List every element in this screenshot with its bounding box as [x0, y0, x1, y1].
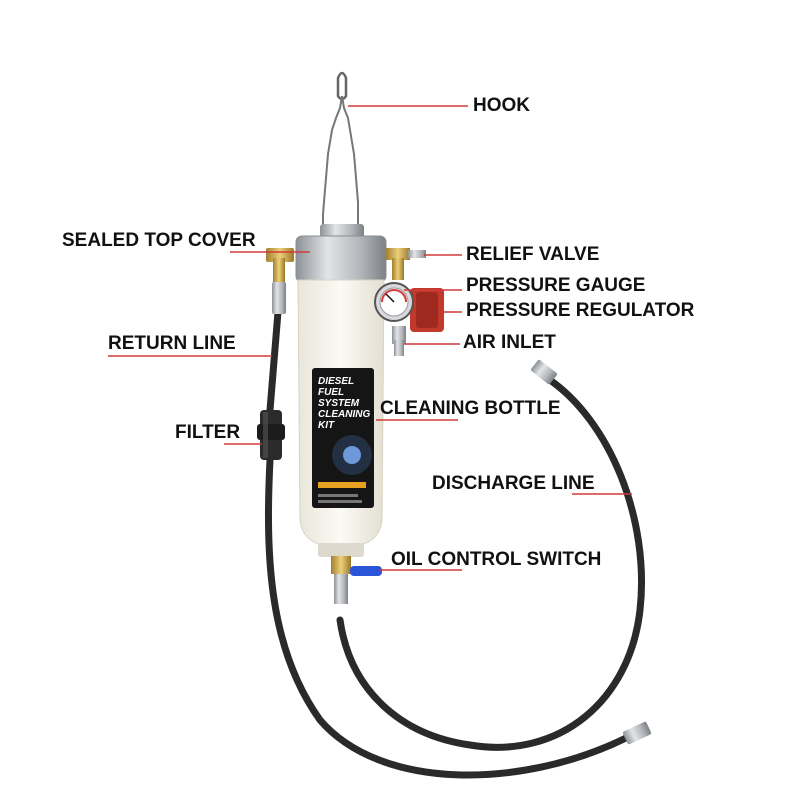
pressure-regulator: [392, 288, 444, 344]
bottle-label-line-3: SYSTEM: [318, 398, 360, 409]
label-relief-valve: RELIEF VALVE: [466, 244, 600, 265]
filter: [257, 410, 285, 460]
return-line: [264, 308, 630, 779]
leader-lines: [108, 105, 632, 571]
label-discharge-line: DISCHARGE LINE: [432, 473, 595, 494]
pressure-gauge: [374, 282, 414, 322]
label-cleaning-bottle: CLEANING BOTTLE: [380, 398, 561, 419]
discharge-line-end-fitting: [531, 359, 557, 385]
label-pressure-gauge: PRESSURE GAUGE: [466, 275, 646, 296]
bottle-label-line-4: CLEANING: [318, 409, 370, 420]
discharge-line: [336, 374, 645, 751]
chain: [322, 95, 359, 226]
label-pressure-regulator: PRESSURE REGULATOR: [466, 300, 695, 321]
label-sealed-top-cover: SEALED TOP COVER: [62, 230, 256, 251]
bottle-label-line-1: DIESEL: [318, 376, 354, 387]
return-elbow-fitting: [266, 248, 294, 314]
sealed-top-cover: [295, 224, 387, 283]
bottle-label-panel: DIESEL FUEL SYSTEM CLEANING KIT: [312, 368, 374, 508]
label-hook: HOOK: [473, 95, 530, 116]
bottle-label-line-5: KIT: [318, 420, 335, 431]
return-line-end-fitting: [622, 721, 652, 745]
label-return-line: RETURN LINE: [108, 333, 236, 354]
air-inlet: [394, 340, 404, 356]
hook: [336, 71, 348, 101]
label-oil-control-switch: OIL CONTROL SWITCH: [391, 549, 602, 570]
bottle-label-line-2: FUEL: [318, 387, 344, 398]
oil-control-switch: [331, 556, 382, 604]
label-filter: FILTER: [175, 422, 241, 443]
label-air-inlet: AIR INLET: [463, 332, 556, 353]
relief-valve: [386, 248, 426, 280]
